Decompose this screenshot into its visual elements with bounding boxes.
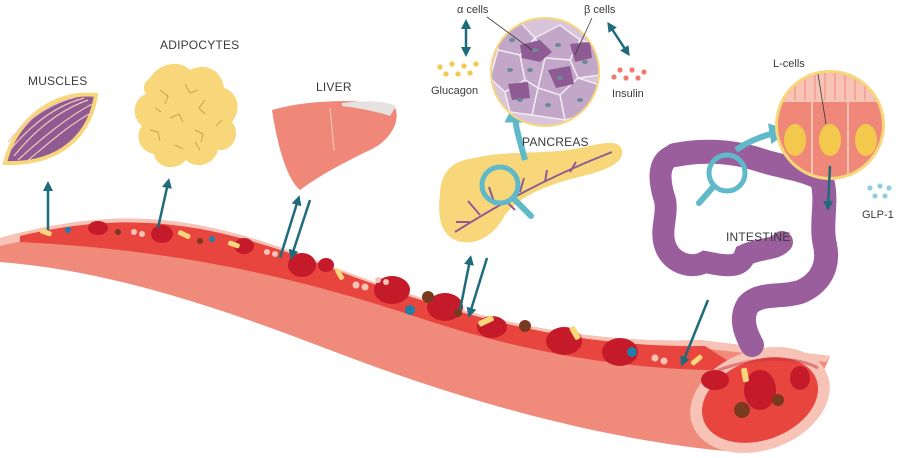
alpha-cells-label: α cells	[457, 4, 489, 16]
hormone-release	[437, 19, 647, 81]
pancreas-label: PANCREAS	[522, 135, 589, 149]
muscle-icon	[2, 92, 99, 230]
glucose-particles	[131, 229, 668, 365]
fat-particles	[39, 228, 749, 383]
red-blood-cells	[88, 221, 810, 410]
blue-particles	[65, 227, 637, 357]
adipocytes-label: ADIPOCYTES	[160, 38, 240, 52]
intestine-icon	[649, 123, 839, 367]
magnifier-icon	[696, 152, 748, 206]
insulin-label: Insulin	[612, 88, 644, 100]
magnifier-icon	[479, 164, 534, 219]
insulin-dots	[611, 67, 647, 81]
glp1-dots	[867, 183, 892, 199]
glucagon-dots	[437, 61, 479, 77]
adipocyte-icon	[134, 63, 238, 229]
liver-icon	[272, 101, 397, 260]
glucagon-label: Glucagon	[431, 85, 479, 97]
l-cells-label: L-cells	[773, 58, 805, 70]
vessel-wall	[0, 218, 830, 452]
pancreas-icon	[439, 101, 623, 318]
l-cells-icon	[775, 70, 892, 211]
liver-label: LIVER	[316, 80, 352, 94]
muscles-label: MUSCLES	[28, 74, 88, 88]
intestine-label: INTESTINE	[726, 230, 791, 244]
glp1-label: GLP-1	[862, 209, 894, 221]
brown-particles	[115, 229, 784, 418]
islet-cells-icon	[486, 16, 600, 127]
beta-cells-label: β cells	[584, 4, 616, 16]
